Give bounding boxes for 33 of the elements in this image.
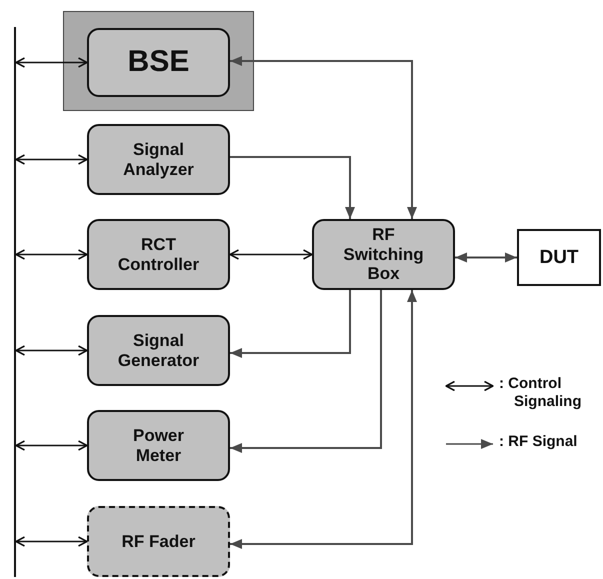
device-label: Signal Analyzer (122, 140, 195, 180)
device-box (87, 219, 230, 290)
legend-text: : RF Signal (499, 433, 578, 451)
bus-line (14, 27, 16, 577)
control-arrow (15, 345, 88, 356)
device-box (517, 229, 601, 286)
device-label: RF Fader (122, 532, 196, 552)
rf-signal-arrow (455, 252, 517, 262)
base-station-frame (63, 11, 254, 111)
rf-signal-arrow (230, 56, 417, 219)
control-arrow (15, 57, 88, 68)
rf-signal-arrow (230, 290, 417, 549)
control-arrow (229, 249, 313, 260)
device-label: Signal Generator (116, 330, 200, 370)
device-label: RCT Controller (116, 234, 200, 274)
device-box (87, 410, 230, 481)
rf-signal-arrow (230, 156, 355, 219)
rf-signal-arrow (230, 290, 351, 358)
device-label: RF Switching Box (342, 225, 425, 284)
device-box (87, 28, 230, 97)
control-arrow (15, 440, 88, 451)
switch-box (312, 219, 455, 290)
legend-text: : Control Signaling (499, 375, 582, 411)
device-label: Power Meter (132, 426, 186, 466)
rf-signal-arrow (230, 290, 382, 453)
device-box (87, 315, 230, 386)
device-label: BSE (128, 45, 190, 80)
control-arrow (15, 154, 88, 165)
control-arrow (15, 249, 88, 260)
device-box (87, 124, 230, 195)
device-box (87, 506, 230, 577)
control-arrow (15, 536, 88, 547)
device-label: DUT (539, 246, 579, 268)
